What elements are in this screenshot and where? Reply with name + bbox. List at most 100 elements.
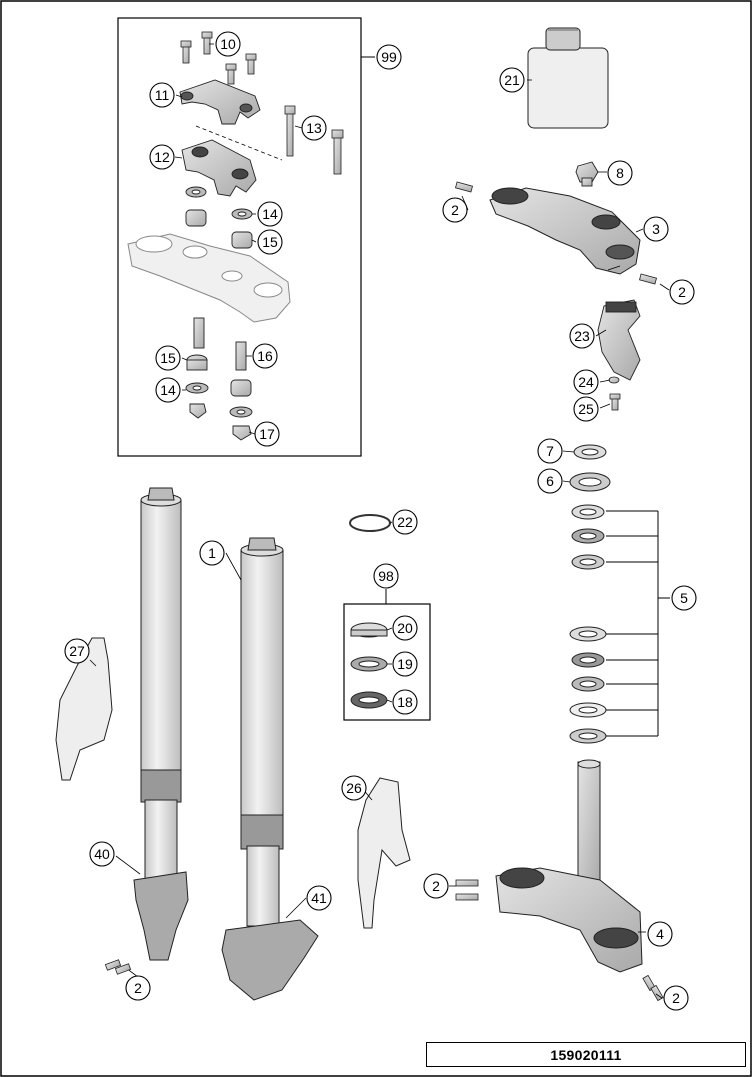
callout-text: 12 xyxy=(154,149,170,165)
callout-text: 24 xyxy=(578,374,594,390)
callout-text: 15 xyxy=(262,234,278,250)
callout-6: 6 xyxy=(537,468,563,494)
callout-circle xyxy=(392,689,418,715)
callout-text: 15 xyxy=(160,350,176,366)
callout-40: 40 xyxy=(89,841,115,867)
callout-text: 11 xyxy=(155,87,170,103)
callout-circle xyxy=(607,160,633,186)
callout-24: 24 xyxy=(573,369,599,395)
callout-text: 6 xyxy=(546,473,554,489)
callout-text: 14 xyxy=(262,206,278,222)
callout-text: 27 xyxy=(69,643,85,659)
callout-text: 41 xyxy=(311,890,327,906)
callout-circle xyxy=(215,31,241,57)
callout-18: 18 xyxy=(392,689,418,715)
callout-circle xyxy=(125,975,151,1001)
callout-4: 4 xyxy=(647,921,673,947)
callout-circle xyxy=(155,377,181,403)
callout-98: 98 xyxy=(373,563,399,589)
callout-2: 2 xyxy=(442,197,468,223)
callout-circle xyxy=(376,44,402,70)
callout-circle xyxy=(149,82,175,108)
callout-circle xyxy=(64,638,90,664)
callout-15: 15 xyxy=(257,229,283,255)
lower-triple-clamp-4 xyxy=(495,759,643,973)
callout-circle xyxy=(643,216,669,242)
callout-text: 2 xyxy=(134,980,142,996)
callout-21: 21 xyxy=(499,67,525,93)
callout-22: 22 xyxy=(392,509,418,535)
washers-and-bushings-99 xyxy=(185,186,253,249)
bolts-2-upper xyxy=(455,181,657,285)
callout-circle xyxy=(257,229,283,255)
leader-lines xyxy=(89,43,670,999)
callout-text: 20 xyxy=(397,620,413,636)
callout-text: 16 xyxy=(257,348,273,364)
handlebar-clamp-lower-12 xyxy=(181,139,257,197)
callout-circle xyxy=(573,369,599,395)
callout-7: 7 xyxy=(537,438,563,464)
callout-text: 2 xyxy=(678,284,686,300)
callout-text: 26 xyxy=(346,780,362,796)
callout-41: 41 xyxy=(306,885,332,911)
callout-20: 20 xyxy=(392,615,418,641)
callout-text: 4 xyxy=(656,926,664,942)
callout-text: 21 xyxy=(504,72,520,88)
group-box-98 xyxy=(343,603,431,721)
callout-circle xyxy=(392,651,418,677)
callout-text: 22 xyxy=(397,514,413,530)
callout-text: 3 xyxy=(652,221,660,237)
callout-text: 17 xyxy=(259,426,275,442)
callout-text: 98 xyxy=(378,568,394,584)
callout-text: 5 xyxy=(680,590,688,606)
callout-text: 23 xyxy=(574,328,590,344)
callout-13: 13 xyxy=(301,115,327,141)
callout-text: 7 xyxy=(546,443,554,459)
callout-circle xyxy=(199,540,225,566)
callout-10: 10 xyxy=(215,31,241,57)
bolts-2-lower xyxy=(455,879,664,1002)
callout-circle xyxy=(537,468,563,494)
callout-circle xyxy=(423,873,449,899)
callout-2: 2 xyxy=(663,985,689,1011)
bearing-parts-98 xyxy=(350,622,388,709)
reference-number: 159020111 xyxy=(550,1046,622,1063)
callout-circle xyxy=(301,115,327,141)
callout-17: 17 xyxy=(254,421,280,447)
callout-11: 11 xyxy=(149,82,175,108)
callout-circle xyxy=(254,421,280,447)
callout-text: 40 xyxy=(94,846,110,862)
callout-2: 2 xyxy=(423,873,449,899)
callout-8: 8 xyxy=(607,160,633,186)
callout-27: 27 xyxy=(64,638,90,664)
fork-leg-left xyxy=(133,487,189,961)
callout-text: 14 xyxy=(160,382,176,398)
callout-circle xyxy=(669,279,695,305)
callout-circle xyxy=(306,885,332,911)
group-box-99 xyxy=(117,17,362,457)
bracket-5-lines xyxy=(606,510,670,737)
upper-triple-clamp-99 xyxy=(127,233,291,323)
callout-text: 13 xyxy=(306,120,322,136)
fork-guard-26 xyxy=(357,777,411,929)
callout-circle xyxy=(89,841,115,867)
upper-triple-clamp-3 xyxy=(489,187,641,275)
callout-5: 5 xyxy=(671,585,697,611)
bolts-2-fork xyxy=(104,959,132,975)
callout-14: 14 xyxy=(257,201,283,227)
callout-23: 23 xyxy=(569,323,595,349)
callout-12: 12 xyxy=(149,144,175,170)
callout-25: 25 xyxy=(573,396,599,422)
screw-8 xyxy=(575,161,599,187)
fork-leg-right xyxy=(221,537,319,1001)
callout-14: 14 xyxy=(155,377,181,403)
callout-2: 2 xyxy=(669,279,695,305)
callout-circle xyxy=(257,201,283,227)
bolt-13 xyxy=(284,105,344,175)
callout-text: 2 xyxy=(432,878,440,894)
callout-text: 2 xyxy=(672,990,680,1006)
callout-text: 99 xyxy=(381,49,397,65)
